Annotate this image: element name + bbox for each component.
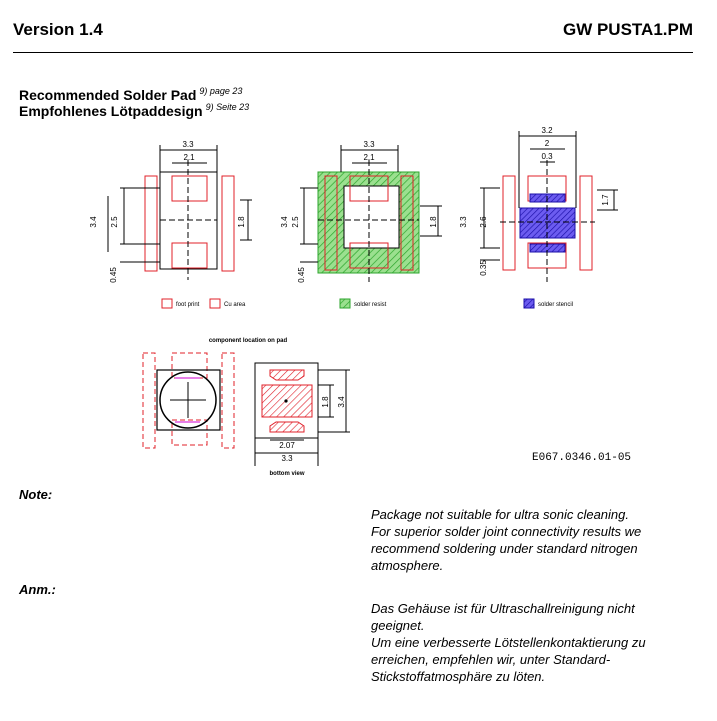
legend-footprint-label: foot print (176, 302, 200, 308)
bottom-dim-18: 1.8 (321, 396, 330, 408)
legend-stencil-swatch (523, 298, 535, 309)
bottom-view-drawing (254, 362, 350, 466)
note-label: Note: (19, 487, 53, 502)
drawing-code: E067.0346.01-05 (532, 452, 632, 464)
resist-dim-34: 3.4 (280, 216, 289, 228)
anm-line: Das Gehäuse ist für Ultraschallreinigung… (371, 601, 635, 616)
anm-line: erreichen, empfehlen wir, unter Standard… (371, 652, 611, 667)
header-rule (13, 52, 693, 53)
note-line: atmosphere. (371, 558, 444, 573)
note-line: recommend soldering under standard nitro… (371, 541, 638, 556)
stencil-dim-03: 0.3 (541, 152, 553, 161)
footprint-left-rail (144, 175, 158, 272)
footprint-dim-045: 0.45 (109, 267, 118, 283)
legend-resist-swatch (339, 298, 351, 309)
stencil-dim-33: 3.3 (459, 216, 468, 228)
anm-text: Das Gehäuse ist für Ultraschallreinigung… (371, 600, 701, 685)
legend-cu-swatch (209, 298, 221, 309)
legend-cu-label: Cu area (224, 302, 246, 308)
footprint-drawing (107, 145, 252, 280)
legend-resist-label: solder resist (354, 302, 387, 308)
footprint-dim-33: 3.3 (182, 140, 194, 149)
resist-opening (343, 185, 400, 249)
footprint-right-rail (221, 175, 235, 272)
title-de-text: Empfohlenes Lötpaddesign (19, 103, 203, 119)
legend-footprint-swatch (161, 298, 173, 309)
footprint-dim-18: 1.8 (237, 216, 246, 228)
stencil-dim-26: 2.6 (479, 216, 488, 228)
anm-line: Stickstoffatmosphäre zu löten. (371, 669, 546, 684)
bottom-outline (254, 362, 319, 439)
anm-label: Anm.: (19, 582, 56, 597)
resist-dim-25: 2.5 (291, 216, 300, 228)
title-de-ref: 9) Seite 23 (205, 102, 250, 112)
stencil-dim-2: 2 (545, 139, 550, 148)
version-label: Version 1.4 (13, 20, 103, 39)
footprint-dim-34: 3.4 (89, 216, 98, 228)
bottom-dim-207: 2.07 (279, 441, 295, 450)
title-en-ref: 9) page 23 (199, 86, 243, 96)
component-circle (159, 371, 217, 429)
footprint-dim-25: 2.5 (110, 216, 119, 228)
bottom-dim-34: 3.4 (337, 396, 346, 408)
stencil-dim-17: 1.7 (601, 194, 610, 206)
bottom-dim-33: 3.3 (281, 454, 293, 463)
solder-pad-drawing: 3.3 2.1 3.4 2.5 1.8 0.45 3.3 2.1 3.4 2.5… (89, 126, 618, 477)
legend: foot print Cu area solder resist solder … (161, 298, 573, 309)
note-text: Package not suitable for ultra sonic cle… (371, 506, 701, 574)
stencil-drawing (480, 131, 618, 282)
resist-drawing (300, 145, 442, 282)
anm-line: Um eine verbesserte Lötstellenkontaktier… (371, 635, 646, 650)
legend-stencil-label: solder stencil (538, 302, 573, 308)
bottom-view-caption: bottom view (269, 471, 304, 477)
component-location-drawing (142, 352, 235, 449)
resist-dim-21: 2.1 (363, 153, 375, 162)
footprint-bottom-pad (171, 242, 208, 269)
document-code: GW PUSTA1.PM (562, 20, 693, 39)
footprint-top-pad (171, 175, 208, 202)
stencil-dim-32: 3.2 (541, 126, 553, 135)
footprint-dim-21: 2.1 (183, 153, 195, 162)
note-line: For superior solder joint connectivity r… (371, 524, 642, 539)
anm-line: geeignet. (371, 618, 425, 633)
resist-dim-18: 1.8 (429, 216, 438, 228)
title-en-text: Recommended Solder Pad (19, 87, 197, 103)
resist-dim-33: 3.3 (363, 140, 375, 149)
stencil-dim-035: 0.35 (479, 260, 488, 276)
component-location-label: component location on pad (209, 338, 288, 344)
note-line: Package not suitable for ultra sonic cle… (371, 507, 629, 522)
resist-dim-045: 0.45 (297, 267, 306, 283)
